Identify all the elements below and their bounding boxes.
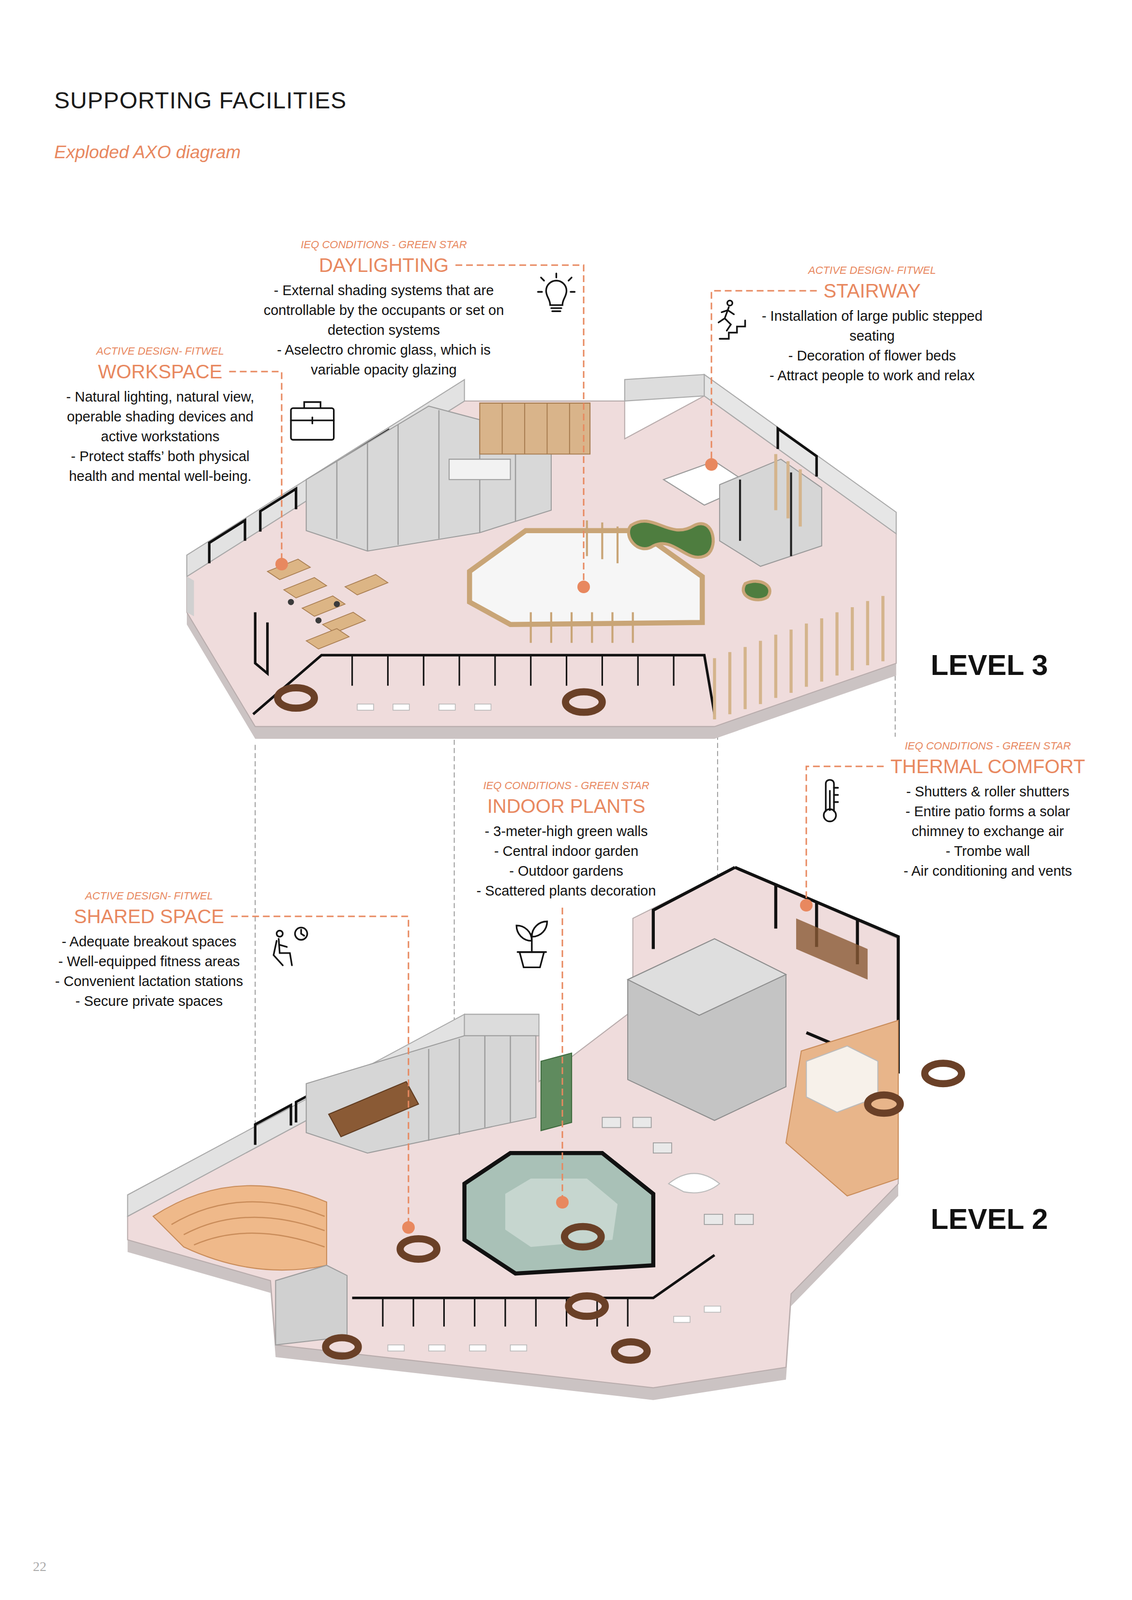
callout-heading: SHARED SPACE <box>47 905 251 929</box>
bullet-item: - Well-equipped fitness areas <box>47 951 251 972</box>
callout-heading: INDOOR PLANTS <box>452 794 680 818</box>
bullet-item: - Air conditioning and vents <box>881 861 1095 882</box>
bullet-item: - Outdoor gardens <box>452 861 680 882</box>
category-tag: IEQ CONDITIONS - GREEN STAR <box>881 739 1095 754</box>
bullet-item: - Shutters & roller shutters <box>881 782 1095 802</box>
callout-group: IEQ CONDITIONS - GREEN STARTHERMAL COMFO… <box>881 739 1095 882</box>
callout-group: IEQ CONDITIONS - GREEN STARDAYLIGHTING - … <box>257 238 510 380</box>
callout-heading: WORKSPACE <box>56 360 265 384</box>
bullet-item: - Central indoor garden <box>452 841 680 862</box>
page-title: SUPPORTING FACILITIES <box>54 87 347 114</box>
bullet-item: - Entire patio forms a solar chimney to … <box>881 801 1095 842</box>
bullet-item: - Natural lighting, natural view, operab… <box>56 387 265 447</box>
bullet-item: - Convenient lactation stations <box>47 971 251 992</box>
bullet-item: - Installation of large public stepped s… <box>758 306 986 347</box>
callout-dot <box>275 558 288 571</box>
callout-group: ACTIVE DESIGN- FITWELSTAIRWAY - Installat… <box>758 263 986 386</box>
page-number: 22 <box>32 1559 47 1575</box>
callout-group: ACTIVE DESIGN- FITWELWORKSPACE - Natural … <box>56 344 265 487</box>
callout-heading: STAIRWAY <box>758 279 986 303</box>
callout-dot <box>577 580 590 594</box>
category-tag: ACTIVE DESIGN- FITWEL <box>56 344 265 359</box>
callout-group: IEQ CONDITIONS - GREEN STARINDOOR PLANTS… <box>452 779 680 902</box>
bullet-item: - External shading systems that are cont… <box>257 280 510 341</box>
category-tag: ACTIVE DESIGN- FITWEL <box>47 889 251 904</box>
bullet-item: - Trombe wall <box>881 841 1095 862</box>
callout-dot <box>799 899 813 912</box>
leader-line <box>230 916 409 1228</box>
callout-dot <box>402 1221 415 1235</box>
bullet-item: - Adequate breakout spaces <box>47 932 251 952</box>
callout-heading: THERMAL COMFORT <box>881 754 1095 779</box>
callout-dot <box>705 458 718 471</box>
bullet-item: - 3-meter-high green walls <box>452 821 680 842</box>
callout-dot <box>556 1196 569 1209</box>
bullet-item: - Aselectro chromic glass, which is vari… <box>257 340 510 380</box>
callout-heading: DAYLIGHTING <box>257 253 510 277</box>
bullet-item: - Secure private spaces <box>47 991 251 1012</box>
bullet-item: - Decoration of flower beds <box>758 346 986 366</box>
leader-line <box>561 907 564 1203</box>
bullet-item: - Attract people to work and relax <box>758 365 986 386</box>
callout-group: ACTIVE DESIGN- FITWELSHARED SPACE - Adequ… <box>47 889 251 1012</box>
level-label: LEVEL 3 <box>930 648 1048 682</box>
category-tag: IEQ CONDITIONS - GREEN STAR <box>257 238 510 252</box>
level-label: LEVEL 2 <box>930 1202 1048 1237</box>
category-tag: IEQ CONDITIONS - GREEN STAR <box>452 779 680 793</box>
subtitle: Exploded AXO diagram <box>54 142 241 163</box>
bullet-item: - Scattered plants decoration <box>452 881 680 902</box>
bullet-item: - Protect staffs’ both physical health a… <box>56 446 265 487</box>
leader-line <box>806 766 884 906</box>
category-tag: ACTIVE DESIGN- FITWEL <box>758 263 986 278</box>
